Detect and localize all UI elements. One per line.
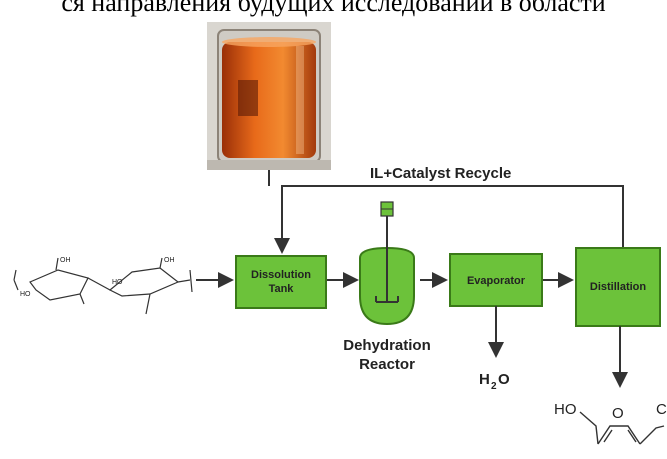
- cellulose-oh-1: OH: [60, 257, 71, 264]
- hmf-right-fragment: C: [656, 401, 667, 418]
- distillation-label: Distillation: [590, 281, 647, 293]
- cellulose-ho-1: HO: [20, 291, 31, 298]
- cellulose-oh-2: OH: [164, 257, 175, 264]
- hmf-ring-oxygen: O: [612, 405, 624, 422]
- reactor-label-1: Dehydration: [343, 337, 431, 354]
- ionic-liquid-beaker-photo: [207, 22, 331, 170]
- evaporator-label: Evaporator: [467, 275, 526, 287]
- svg-text:H: H: [479, 371, 490, 388]
- recycle-line: [274, 185, 624, 254]
- header-text-fragment: ся направления будущих исследований в об…: [61, 0, 606, 17]
- dissolution-tank-label-2: Tank: [269, 283, 295, 295]
- dissolution-tank-label-1: Dissolution: [251, 269, 311, 281]
- hmf-ho-label: HO: [554, 401, 577, 418]
- distillation-box: [575, 247, 661, 327]
- cellulose-ho-2: HO: [112, 279, 123, 286]
- hmf-structure-fragment: [579, 411, 665, 445]
- reactor-label-2: Reactor: [359, 356, 415, 373]
- svg-text:O: O: [498, 371, 510, 388]
- dissolution-tank-box: [235, 255, 327, 309]
- recycle-label: IL+Catalyst Recycle: [370, 165, 511, 182]
- dehydration-reactor-vessel: [359, 201, 415, 326]
- svg-text:2: 2: [491, 381, 497, 392]
- cellulose-structure: [13, 257, 193, 315]
- water-product-label: H 2 O: [479, 371, 510, 392]
